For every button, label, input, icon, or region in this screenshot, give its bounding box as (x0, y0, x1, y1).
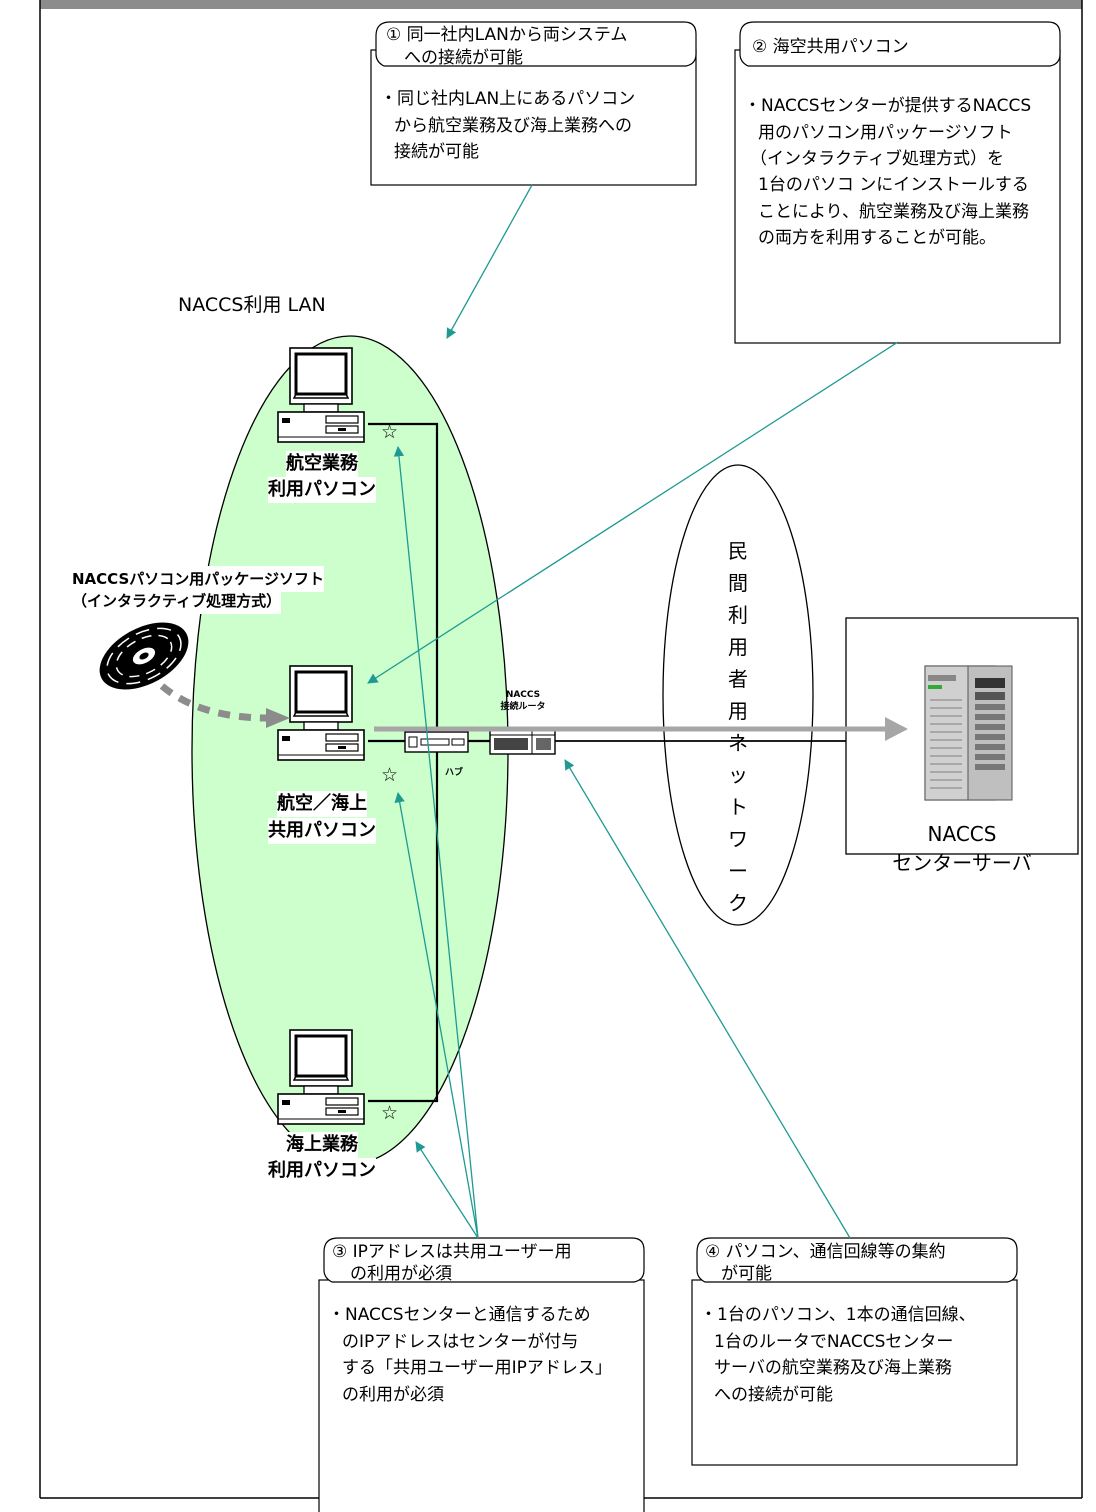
cd-disc-icon (99, 622, 189, 690)
pc-air (276, 346, 366, 444)
callout-2-box (734, 49, 1061, 344)
callout-1-box (370, 49, 697, 186)
callout-4-box (691, 1279, 1018, 1466)
callout-tabs (323, 21, 1061, 1283)
pc-sea (276, 1028, 366, 1126)
callout-3-box (318, 1279, 645, 1512)
header-bar (40, 0, 1082, 9)
router-device (489, 727, 556, 755)
pointer-lines (367, 184, 899, 1239)
server-tower (924, 665, 1013, 801)
pc-shared (276, 664, 366, 762)
hub-device (404, 731, 469, 753)
install-arrow (159, 683, 269, 722)
lan-wiring (368, 422, 490, 1103)
network-ellipse (662, 464, 814, 926)
